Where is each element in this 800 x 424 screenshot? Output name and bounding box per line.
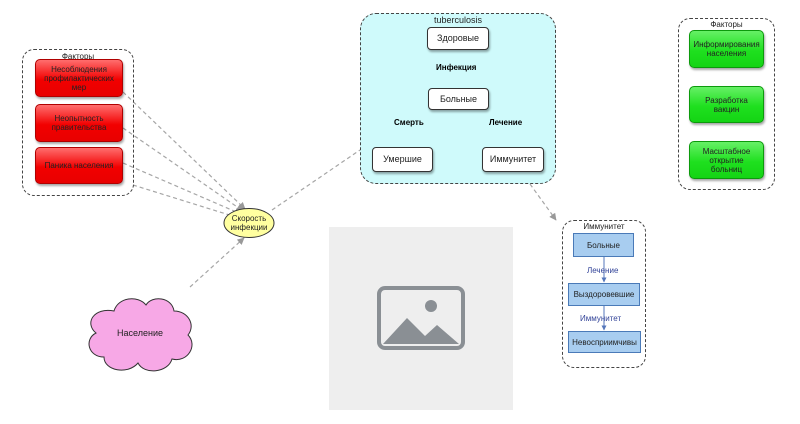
speed-node[interactable]: Скорость инфекции: [230, 214, 268, 232]
imm-recovered-node[interactable]: Выздоровевшие: [568, 283, 640, 306]
edge-speed-tb: [271, 149, 361, 211]
edge-factor1-speed: [122, 91, 246, 210]
edge-label-treatment: Лечение: [489, 118, 523, 127]
edge-label-imm-immunity: Иммунитет: [580, 314, 622, 323]
group-title: Факторы: [710, 20, 743, 29]
edge-factor2-speed: [122, 127, 244, 212]
immunity-group: Иммунитет: [562, 220, 646, 368]
edge-group-speed: [132, 184, 240, 220]
factor-node[interactable]: Неопытность правительства: [35, 104, 123, 142]
imm-sick-node[interactable]: Больные: [573, 233, 634, 257]
tb-healthy-node[interactable]: Здоровые: [427, 27, 489, 50]
edge-factor3-speed: [122, 162, 242, 215]
factor-node[interactable]: Масштабное открытие больниц: [689, 141, 764, 179]
image-placeholder: [329, 227, 513, 410]
image-icon: [377, 286, 465, 350]
edge-population-speed: [189, 237, 245, 288]
population-cloud-shape: [88, 298, 193, 372]
factor-node[interactable]: Разработка вакцин: [689, 86, 764, 123]
factors-left-group: Факторы: [22, 49, 134, 196]
factor-node[interactable]: Информирования населения: [689, 30, 764, 68]
tb-dead-node[interactable]: Умершие: [372, 147, 433, 172]
group-title: Иммунитет: [583, 222, 625, 231]
speed-ellipse-shape: [223, 208, 275, 238]
group-title: Факторы: [61, 52, 95, 61]
group-title: tuberculosis: [433, 15, 483, 25]
edge-label-infection: Инфекция: [436, 63, 477, 72]
tb-sick-node[interactable]: Больные: [428, 88, 489, 110]
edge-tb-immunity: [529, 183, 557, 221]
factor-node[interactable]: Паника населения: [35, 147, 123, 184]
population-node[interactable]: Население: [117, 327, 163, 338]
factor-node[interactable]: Несоблюдения профилактических мер: [35, 59, 123, 97]
factors-right-group: Факторы: [678, 18, 775, 190]
edge-label-imm-treatment: Лечение: [587, 266, 619, 275]
edge-label-death: Смерть: [394, 118, 424, 127]
tb-immune-node[interactable]: Иммунитет: [482, 147, 544, 172]
imm-immune-node[interactable]: Невосприимчивы: [568, 331, 641, 353]
